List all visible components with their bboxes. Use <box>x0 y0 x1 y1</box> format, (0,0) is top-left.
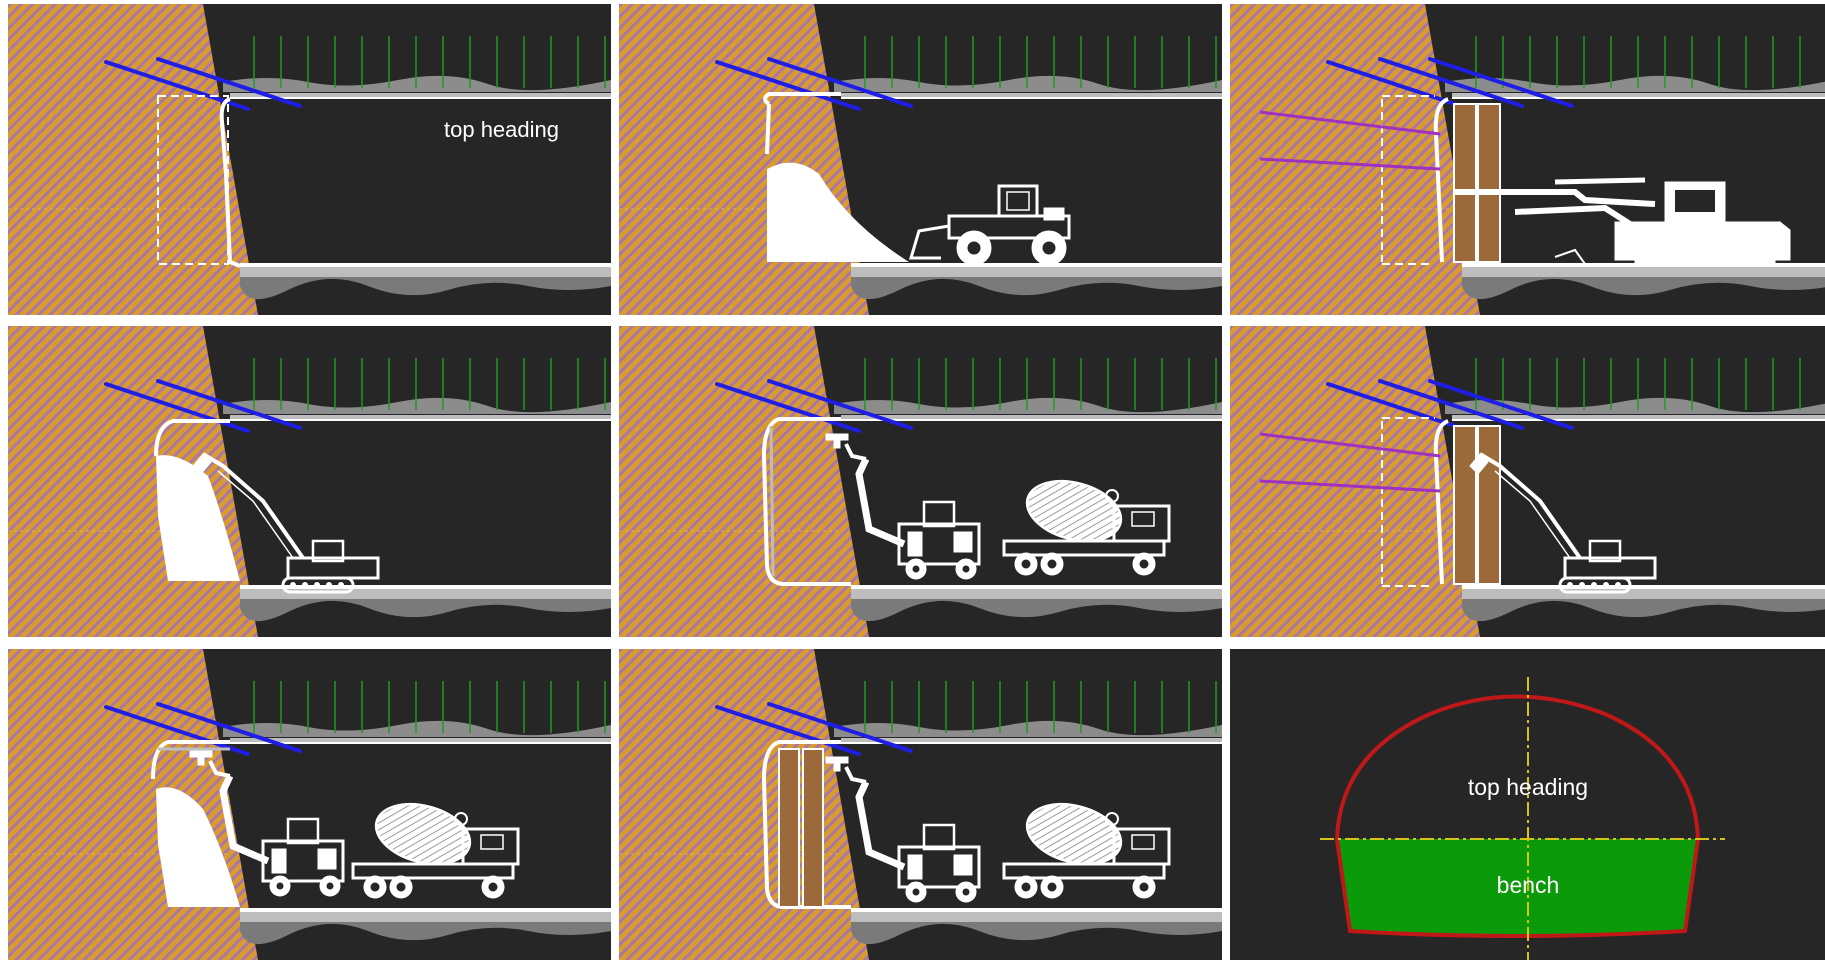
panel-mucking-loader <box>619 4 1222 315</box>
panel-top-heading-excavation: top heading <box>8 4 611 315</box>
top-heading-label: top heading <box>444 117 559 142</box>
panel-mucking-excavator <box>8 326 611 637</box>
concrete-mixer-icon <box>353 795 518 898</box>
timber-props <box>1454 426 1500 584</box>
drill-jumbo-icon <box>1455 180 1790 264</box>
bench-label: bench <box>1497 872 1560 898</box>
panel-cross-section: top heading bench <box>1230 649 1825 960</box>
panel-bolting-drilling <box>1230 4 1825 315</box>
panel-bolting-excavator <box>1230 326 1825 637</box>
concrete-mixer-icon <box>1004 795 1169 898</box>
concrete-mixer-icon <box>1004 472 1169 575</box>
wheel-loader-icon <box>911 186 1069 265</box>
panel-shotcrete <box>619 326 1222 637</box>
panel-shotcrete-face <box>8 649 611 960</box>
top-heading-label: top heading <box>1468 774 1588 800</box>
panel-shotcrete-timber <box>619 649 1222 960</box>
timber-props <box>1454 104 1500 262</box>
